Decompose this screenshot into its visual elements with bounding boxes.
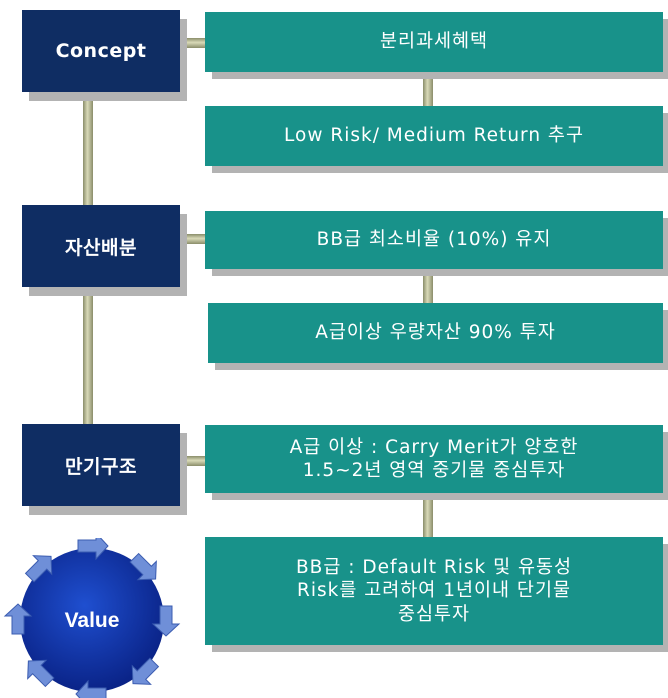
connector-spine-1	[83, 90, 93, 220]
connector-row-2	[180, 234, 220, 244]
cycle-arrow-icon	[27, 659, 55, 688]
cycle-arrow-icon	[77, 538, 109, 561]
category-asset-allocation: 자산배분	[22, 205, 180, 287]
cycle-arrows-icon	[3, 538, 181, 698]
value-label: Value	[65, 609, 120, 632]
item-line: 분리과세혜택	[379, 31, 489, 53]
cycle-arrow-icon	[151, 605, 181, 637]
category-concept: Concept	[22, 10, 180, 92]
cycle-arrow-icon	[75, 679, 107, 698]
category-label: 자산배분	[65, 236, 137, 259]
item-allocation-1: BB급 최소비율 (10%) 유지	[205, 211, 663, 269]
cycle-arrow-icon	[131, 657, 160, 685]
item-concept-2: Low Risk/ Medium Return 추구	[205, 106, 663, 166]
category-maturity-structure: 만기구조	[22, 424, 180, 506]
item-line: A급 이상 : Carry Merit가 양호한	[289, 436, 579, 458]
item-line: Low Risk/ Medium Return 추구	[284, 125, 584, 147]
cycle-arrow-icon	[129, 552, 157, 581]
connector-item-2	[423, 270, 433, 310]
item-maturity-1: A급 이상 : Carry Merit가 양호한 1.5~2년 영역 중기물 중…	[205, 425, 663, 493]
value-circle	[20, 548, 164, 692]
item-maturity-2: BB급 : Default Risk 및 유동성 Risk를 고려하여 1년이내…	[205, 537, 663, 645]
category-label: Concept	[55, 40, 147, 62]
connector-spine-2	[83, 290, 93, 430]
connector-row-1	[180, 38, 220, 48]
value-cycle-graphic: Value	[3, 538, 181, 698]
category-label: 만기구조	[65, 455, 137, 478]
item-allocation-2: A급이상 우량자산 90% 투자	[208, 303, 663, 363]
cycle-arrow-icon	[24, 555, 53, 583]
connector-item-3	[423, 490, 433, 540]
item-line: 중심투자	[397, 603, 471, 625]
cycle-arrow-icon	[3, 603, 33, 635]
item-line: A급이상 우량자산 90% 투자	[315, 322, 556, 344]
item-line: BB급 : Default Risk 및 유동성	[295, 557, 573, 579]
item-line: BB급 최소비율 (10%) 유지	[316, 229, 552, 251]
item-concept-1: 분리과세혜택	[205, 12, 663, 72]
connector-row-3	[180, 456, 220, 466]
item-line: 1.5~2년 영역 중기물 중심투자	[302, 460, 566, 481]
connector-item-1	[423, 70, 433, 110]
item-line: Risk를 고려하여 1년이내 단기물	[297, 580, 571, 602]
